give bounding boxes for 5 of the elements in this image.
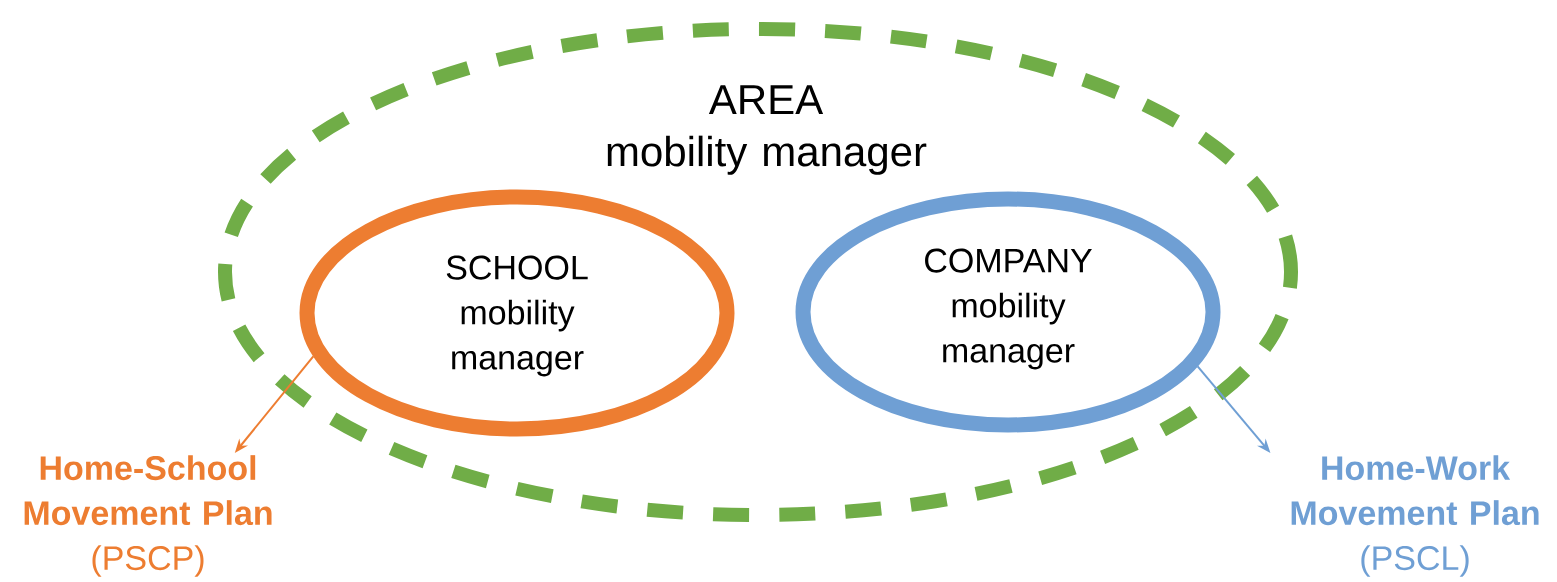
- label-text: COMPANY mobility manager: [925, 248, 1092, 370]
- plan-label: Home-Work Movement Plan (PSCL): [1291, 455, 1539, 577]
- label-text: AREA mobility manager: [607, 85, 927, 175]
- label-text: SCHOOL mobility manager: [446, 255, 588, 377]
- plan-label: Home-School Movement Plan (PSCP): [24, 455, 272, 577]
